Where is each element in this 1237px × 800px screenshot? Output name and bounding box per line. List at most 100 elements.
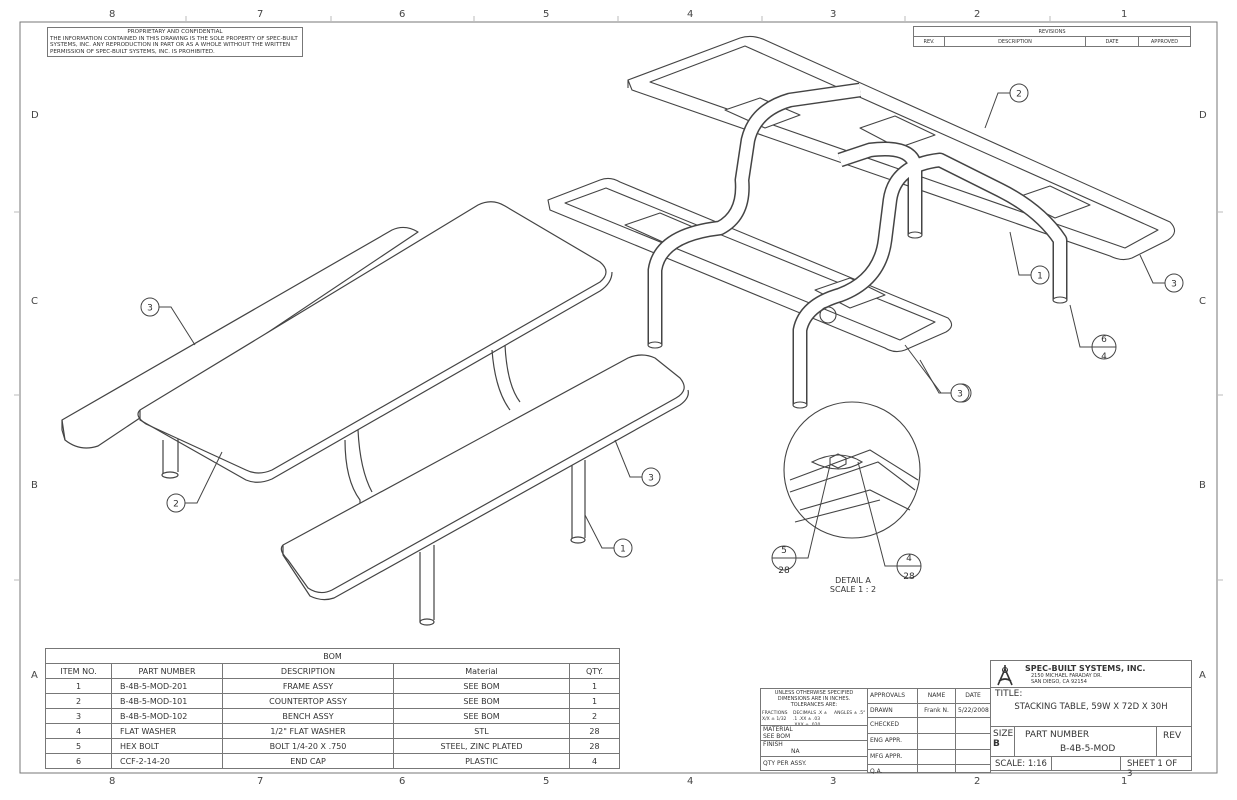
zone-column-label: 2 <box>974 9 981 20</box>
bom-header: QTY. <box>569 663 620 679</box>
detail-label: DETAIL A <box>835 576 871 585</box>
revisions-title: REVISIONS <box>913 26 1191 37</box>
bom-cell: 4 <box>45 723 112 739</box>
bom-cell: 2 <box>45 693 112 709</box>
bom-cell: FLAT WASHER <box>111 723 223 739</box>
part-number-label: PART NUMBER <box>1025 730 1090 740</box>
title-cell: TITLE: STACKING TABLE, 59W X 72D X 30H <box>990 687 1192 727</box>
balloon-label: 3 <box>957 390 963 400</box>
zone-row-label: C <box>1199 296 1206 307</box>
balloon-4: 4 <box>1101 352 1107 362</box>
bom-cell: 28 <box>569 723 620 739</box>
zone-column-label: 7 <box>257 776 264 787</box>
bom-header: Material <box>393 663 570 679</box>
balloon-2: 2 <box>1009 83 1029 103</box>
size-cell: SIZE B <box>990 726 1015 757</box>
approval-cell <box>955 733 991 750</box>
bom-table: BOM ITEM NO. PART NUMBER DESCRIPTION Mat… <box>45 648 620 769</box>
notice-title: PROPRIETARY AND CONFIDENTIAL <box>127 29 223 35</box>
title-label: TITLE: <box>995 689 1023 699</box>
balloon-label: 2 <box>1016 90 1022 100</box>
detail-a-label: DETAIL A SCALE 1 : 2 <box>808 576 898 594</box>
balloon-label: 6 <box>1101 335 1107 345</box>
approval-cell <box>917 764 956 773</box>
zone-column-label: 3 <box>830 776 837 787</box>
size-label: SIZE <box>993 729 1014 739</box>
balloon-3: 3 <box>950 383 970 403</box>
balloon-label: 3 <box>648 474 654 484</box>
balloon-5: 5 <box>771 545 797 571</box>
fractions: FRACTIONS X/X ± 1/32 <box>762 711 788 722</box>
material-label: MATERIAL <box>763 726 793 733</box>
balloon-3: 3 <box>140 297 160 317</box>
bom-cell: 5 <box>45 738 112 754</box>
bom-header: DESCRIPTION <box>222 663 394 679</box>
tolerance-note: UNLESS OTHERWISE SPECIFIED DIMENSIONS AR… <box>774 690 854 708</box>
bom-cell: B-4B-5-MOD-201 <box>111 678 223 694</box>
notice-body: THE INFORMATION CONTAINED IN THIS DRAWIN… <box>50 35 298 55</box>
balloon-label: 4 <box>1101 352 1107 362</box>
material-value: SEE BOM <box>763 733 791 740</box>
balloon-label: 2 <box>173 500 179 510</box>
bom-cell: BOLT 1/4-20 X .750 <box>222 738 394 754</box>
bom-cell: END CAP <box>222 753 394 769</box>
zone-column-label: 7 <box>257 9 264 20</box>
zone-column-label: 6 <box>399 776 406 787</box>
bom-cell: 6 <box>45 753 112 769</box>
balloon-3: 3 <box>641 467 661 487</box>
exploded-view <box>547 35 1176 409</box>
bom-header: ITEM NO. <box>45 663 112 679</box>
approval-cell <box>955 764 991 773</box>
assembled-table-view <box>61 201 689 626</box>
balloon-6: 6 <box>1091 334 1117 360</box>
detail-a-view <box>783 306 921 539</box>
rev-label: REV <box>1156 726 1192 757</box>
approval-cell: NAME <box>917 688 956 704</box>
zone-column-label: 6 <box>399 9 406 20</box>
bom-cell: 1 <box>569 693 620 709</box>
finish-value: NA <box>791 748 800 755</box>
bom-cell: HEX BOLT <box>111 738 223 754</box>
balloon-label: 1 <box>1037 272 1043 282</box>
detail-scale: SCALE 1 : 2 <box>829 585 877 594</box>
bom-cell: STL <box>393 723 570 739</box>
bom-cell: B-4B-5-MOD-102 <box>111 708 223 724</box>
zone-row-label: A <box>31 670 38 681</box>
balloon-label: 1 <box>620 545 626 555</box>
approval-cell: Q.A. <box>867 764 918 775</box>
rev-header: REV. <box>913 36 945 47</box>
zone-column-label: 1 <box>1121 776 1128 787</box>
bom-cell: SEE BOM <box>393 693 570 709</box>
bom-header: PART NUMBER <box>111 663 223 679</box>
bom-cell: 1/2" FLAT WASHER <box>222 723 394 739</box>
balloon-label: 5 <box>781 546 787 556</box>
part-number-cell: PART NUMBER B-4B-5-MOD <box>1014 726 1157 757</box>
bom-cell: 28 <box>569 738 620 754</box>
bom-cell: FRAME ASSY <box>222 678 394 694</box>
finish-label: FINISH <box>763 741 783 748</box>
bom-cell: PLASTIC <box>393 753 570 769</box>
zone-column-label: 4 <box>687 776 694 787</box>
company-address: 2150 MICHAEL FARADAY DR. <box>1031 673 1103 679</box>
balloon-label: 28 <box>778 566 790 576</box>
zone-column-label: 5 <box>543 9 550 20</box>
zone-row-label: D <box>1199 110 1207 121</box>
zone-column-label: 5 <box>543 776 550 787</box>
zone-row-label: B <box>31 480 38 491</box>
zone-row-label: D <box>31 110 39 121</box>
bom-cell: COUNTERTOP ASSY <box>222 693 394 709</box>
balloon-leaders <box>159 92 1165 567</box>
approval-cell <box>917 717 956 734</box>
finish-cell: FINISH NA <box>760 740 868 757</box>
size-value: B <box>993 739 1000 749</box>
qty-per-assy: QTY PER ASSY. <box>760 756 868 771</box>
zone-column-label: 1 <box>1121 9 1128 20</box>
zone-column-label: 8 <box>109 9 116 20</box>
